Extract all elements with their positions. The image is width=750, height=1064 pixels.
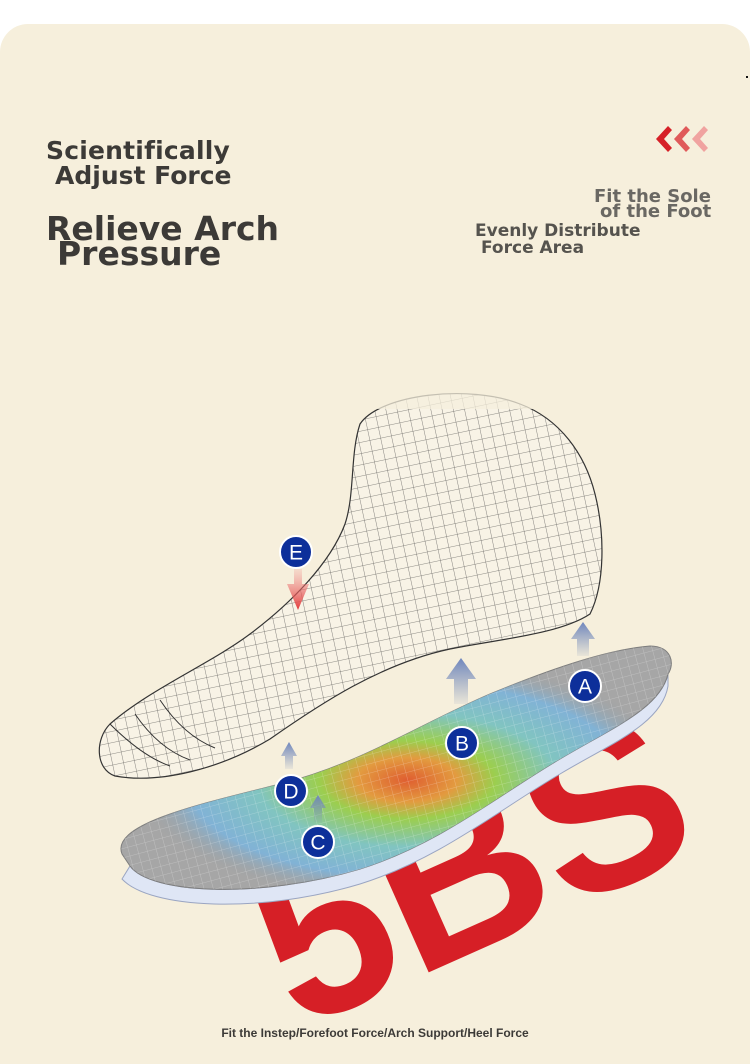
- insole-illustration: 5BS: [98, 364, 726, 1064]
- feature-fit-line2: of the Foot: [600, 201, 712, 222]
- point-badge-e: E: [279, 535, 313, 569]
- headline-relieve-line1: Relieve Arch: [46, 209, 280, 248]
- point-label-b: B: [455, 733, 469, 756]
- corner-mark: [746, 76, 748, 78]
- down-arrow-icon: [287, 569, 309, 610]
- headline-relieve-line2: Pressure: [57, 234, 222, 273]
- point-badge-c: C: [301, 825, 335, 859]
- chevron-2: [674, 126, 690, 152]
- chevron-1: [656, 126, 672, 152]
- point-badge-a: A: [568, 669, 602, 703]
- up-arrow-icon: [446, 658, 476, 704]
- headline-adjust-line1: Scientifically: [46, 136, 231, 165]
- headline-adjust-line2: Adjust Force: [55, 161, 232, 190]
- triple-left-chevron-icon: [656, 126, 708, 152]
- insole: [120, 645, 672, 905]
- point-badge-b: B: [445, 726, 479, 760]
- up-arrow-icon: [281, 742, 297, 769]
- up-arrow-icon: [310, 795, 326, 822]
- up-arrow-icon: [571, 622, 595, 656]
- point-label-c: C: [310, 832, 325, 855]
- chevron-3: [692, 126, 708, 152]
- caption-text: Fit the Instep/Forefoot Force/Arch Suppo…: [221, 1026, 529, 1040]
- feature-distribute-line2: Force Area: [481, 238, 585, 258]
- point-label-e: E: [289, 542, 303, 565]
- product-banner: Scientifically Adjust Force Relieve Arch…: [0, 24, 750, 1064]
- point-label-d: D: [283, 781, 298, 804]
- point-badge-d: D: [274, 774, 308, 808]
- point-label-a: A: [578, 676, 592, 699]
- feature-distribute-line1: Evenly Distribute: [475, 221, 641, 241]
- feature-fit-line1: Fit the Sole: [594, 186, 711, 207]
